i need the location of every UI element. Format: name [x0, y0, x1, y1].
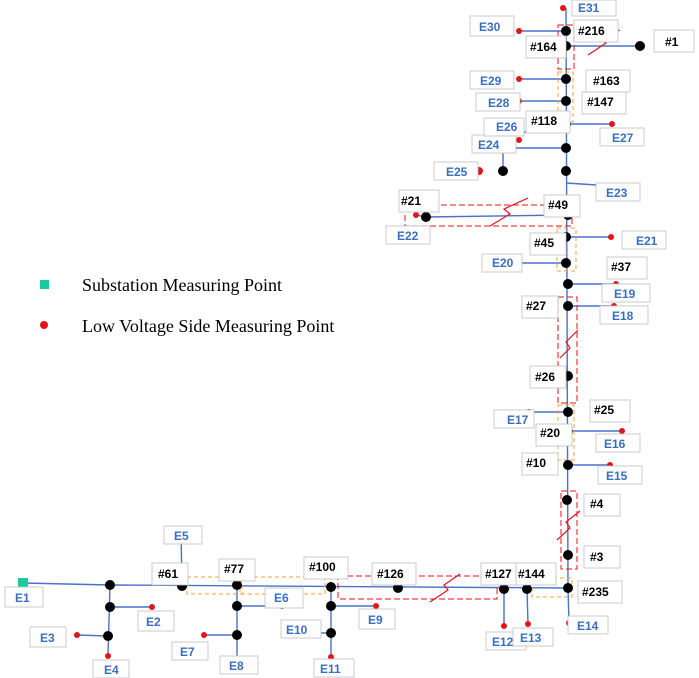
substation-legend-icon [40, 280, 49, 289]
meter-label: E24 [478, 138, 500, 152]
fault-zone-164-216 [557, 24, 575, 70]
meter-labels: E1 E2 E3 E4 E5 E6 E7 E8 E9 E10 E11 E12 E… [4, 0, 667, 678]
node-label: #49 [548, 198, 568, 212]
fault-icon [559, 329, 579, 359]
meter-label: E10 [286, 623, 308, 637]
meter-label: E11 [320, 662, 341, 676]
meter-label: E4 [104, 663, 119, 677]
meter-label: E22 [397, 229, 419, 243]
meter-label: E23 [606, 186, 628, 200]
meter-label: E17 [507, 413, 529, 427]
node-label: #37 [611, 260, 631, 274]
meter-label: E5 [174, 529, 189, 543]
fault-zone-26-27 [557, 296, 578, 404]
zone-77-100 [239, 576, 326, 595]
meter-label: E6 [274, 591, 289, 605]
node-label: #3 [590, 550, 604, 564]
legend-substation-label: Substation Measuring Point [82, 275, 282, 295]
meter-label: E27 [612, 131, 634, 145]
node-label: #163 [593, 74, 620, 88]
meter-label: E18 [612, 309, 634, 323]
legend: Substation Measuring Point Low Voltage S… [40, 275, 334, 336]
fault-icon [429, 573, 461, 603]
node-label: #144 [518, 567, 545, 581]
node-label: #164 [530, 40, 557, 54]
meter-label: E9 [368, 613, 383, 627]
node-label: #10 [526, 456, 546, 470]
node-label: #100 [309, 560, 336, 574]
node-label: #216 [578, 24, 605, 38]
node-label: #4 [590, 497, 604, 511]
node-label: #21 [401, 194, 421, 208]
meter-label: E2 [146, 615, 161, 629]
meter-label: E15 [606, 469, 628, 483]
fault-zone-21-49 [404, 204, 573, 227]
legend-low-voltage-label: Low Voltage Side Measuring Point [82, 316, 334, 336]
node-label: #235 [582, 585, 609, 599]
meter-label: E8 [229, 659, 244, 673]
fault-zone-126-127 [337, 575, 498, 600]
node-label: #118 [531, 114, 557, 128]
meter-label: E31 [578, 1, 600, 15]
node-label: #20 [540, 426, 560, 440]
fault-zones [337, 24, 578, 600]
fault-zone-3-4 [560, 490, 578, 570]
meter-label: E12 [492, 635, 514, 649]
fault-icon [556, 510, 581, 541]
low-voltage-legend-icon [40, 321, 48, 329]
meter-label: E1 [15, 591, 30, 605]
node-label: #61 [158, 567, 178, 581]
meter-label: E26 [496, 120, 518, 134]
node-label: #45 [534, 236, 554, 250]
meter-label: E21 [636, 234, 658, 248]
node-label: #77 [224, 562, 244, 576]
meter-label: E19 [614, 287, 636, 301]
meter-label: E28 [488, 96, 510, 110]
meter-label: E30 [479, 20, 501, 34]
node-label: #26 [535, 370, 555, 384]
meter-label: E29 [480, 74, 502, 88]
node-label: #1 [665, 35, 679, 49]
meter-label: E13 [520, 631, 542, 645]
node-label: #27 [526, 299, 546, 313]
meter-label: E25 [446, 165, 468, 179]
fault-icon [489, 197, 529, 227]
substation-marker [18, 578, 28, 588]
meter-label: E3 [40, 631, 55, 645]
meter-label: E16 [604, 437, 626, 451]
node-label: #127 [485, 567, 512, 581]
node-label: #25 [594, 403, 614, 417]
zone-61-77 [186, 576, 243, 595]
meter-label: E20 [492, 256, 514, 270]
meter-label: E7 [180, 645, 195, 659]
node-label: #126 [377, 567, 404, 581]
node-labels: #1 #3 #4 #10 #20 #21 #25 #26 #27 #37 #45… [151, 19, 695, 604]
meter-label: E14 [577, 619, 599, 633]
node-label: #147 [587, 95, 614, 109]
zone-37-45 [556, 227, 577, 272]
